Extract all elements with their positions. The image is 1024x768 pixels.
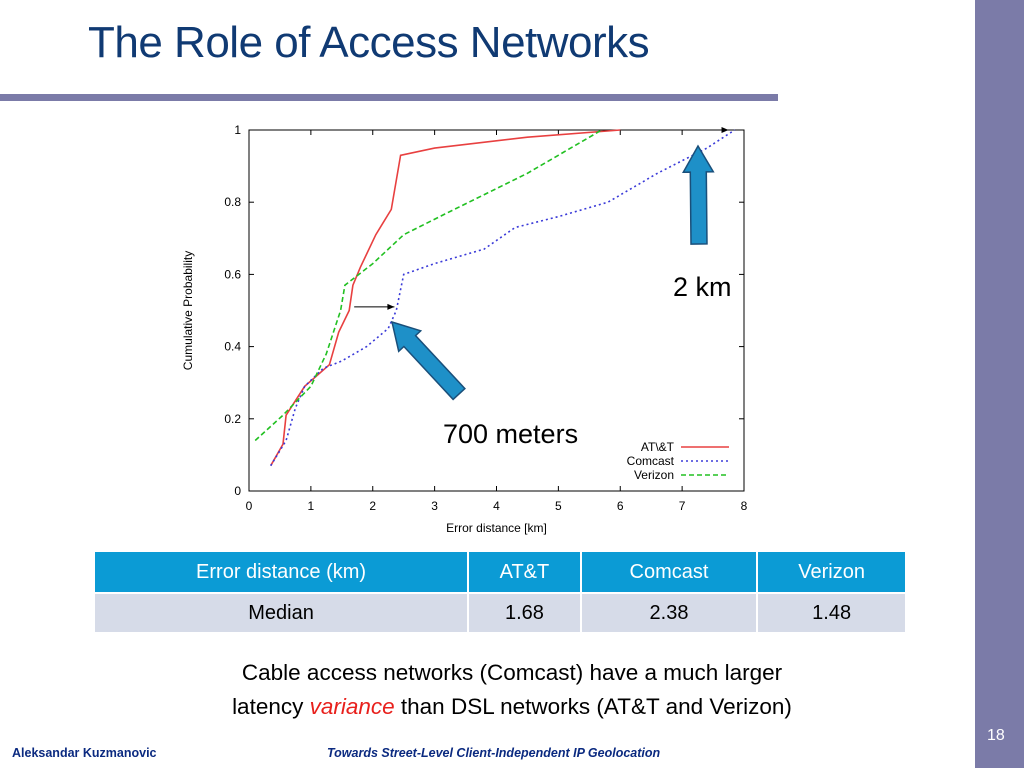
table-header-row: Error distance (km) AT&T Comcast Verizon — [95, 552, 905, 593]
cell-verizon-median: 1.48 — [757, 592, 905, 632]
series-line-verizon — [254, 129, 603, 442]
title-underline — [0, 94, 778, 101]
header-verizon: Verizon — [757, 552, 905, 593]
slide-side-bar — [975, 0, 1024, 768]
legend-label: Verizon — [634, 468, 674, 482]
slide-caption: Cable access networks (Comcast) have a m… — [120, 656, 904, 724]
x-tick-label: 2 — [369, 499, 376, 513]
callout-arrow-2km — [682, 144, 715, 245]
y-tick-label: 0.8 — [224, 195, 241, 209]
header-comcast: Comcast — [580, 552, 759, 593]
caption-line-2-start: latency — [232, 694, 310, 719]
y-tick-label: 0.4 — [224, 340, 241, 354]
slide-title: The Role of Access Networks — [88, 18, 650, 67]
series-line-att — [270, 129, 621, 467]
y-tick-label: 1 — [234, 123, 241, 137]
y-axis-label: Cumulative Probability — [181, 251, 195, 370]
median-error-table: Error distance (km) AT&T Comcast Verizon… — [95, 552, 905, 632]
legend-label: AT\&T — [641, 440, 675, 454]
y-tick-label: 0.6 — [224, 267, 241, 281]
x-tick-label: 8 — [741, 499, 748, 513]
cell-median-label: Median — [95, 592, 470, 632]
caption-line-2-end: than DSL networks (AT&T and Verizon) — [394, 694, 792, 719]
x-tick-label: 3 — [431, 499, 438, 513]
cell-att-median: 1.68 — [468, 592, 582, 632]
footer-author: Aleksandar Kuzmanovic — [12, 746, 157, 760]
x-tick-label: 7 — [679, 499, 686, 513]
callout-2km-label: 2 km — [673, 272, 732, 302]
x-tick-label: 0 — [246, 499, 253, 513]
y-tick-label: 0.2 — [224, 412, 241, 426]
legend-label: Comcast — [627, 454, 675, 468]
caption-line-2: latency variance than DSL networks (AT&T… — [120, 690, 904, 724]
x-tick-label: 5 — [555, 499, 562, 513]
x-axis-label: Error distance [km] — [446, 521, 547, 535]
caption-line-1: Cable access networks (Comcast) have a m… — [241, 660, 783, 685]
footer-talk-title: Towards Street-Level Client-Independent … — [327, 746, 661, 760]
x-tick-label: 1 — [308, 499, 315, 513]
y-tick-label: 0 — [234, 484, 241, 498]
x-tick-label: 6 — [617, 499, 624, 513]
caption-emphasis-variance: variance — [309, 694, 395, 719]
callout-700m-label: 700 meters — [443, 419, 579, 449]
table-row: Median 1.68 2.38 1.48 — [95, 592, 905, 632]
x-tick-label: 4 — [493, 499, 500, 513]
page-number: 18 — [987, 727, 1005, 744]
cell-comcast-median: 2.38 — [580, 592, 759, 632]
pointer-arrow-2km-head — [721, 127, 729, 133]
series-line-comcast — [270, 129, 736, 467]
pointer-arrow-700m-head — [387, 303, 395, 310]
header-att: AT&T — [468, 552, 582, 593]
header-error-distance: Error distance (km) — [95, 552, 470, 593]
callout-arrow-700m — [390, 320, 466, 401]
